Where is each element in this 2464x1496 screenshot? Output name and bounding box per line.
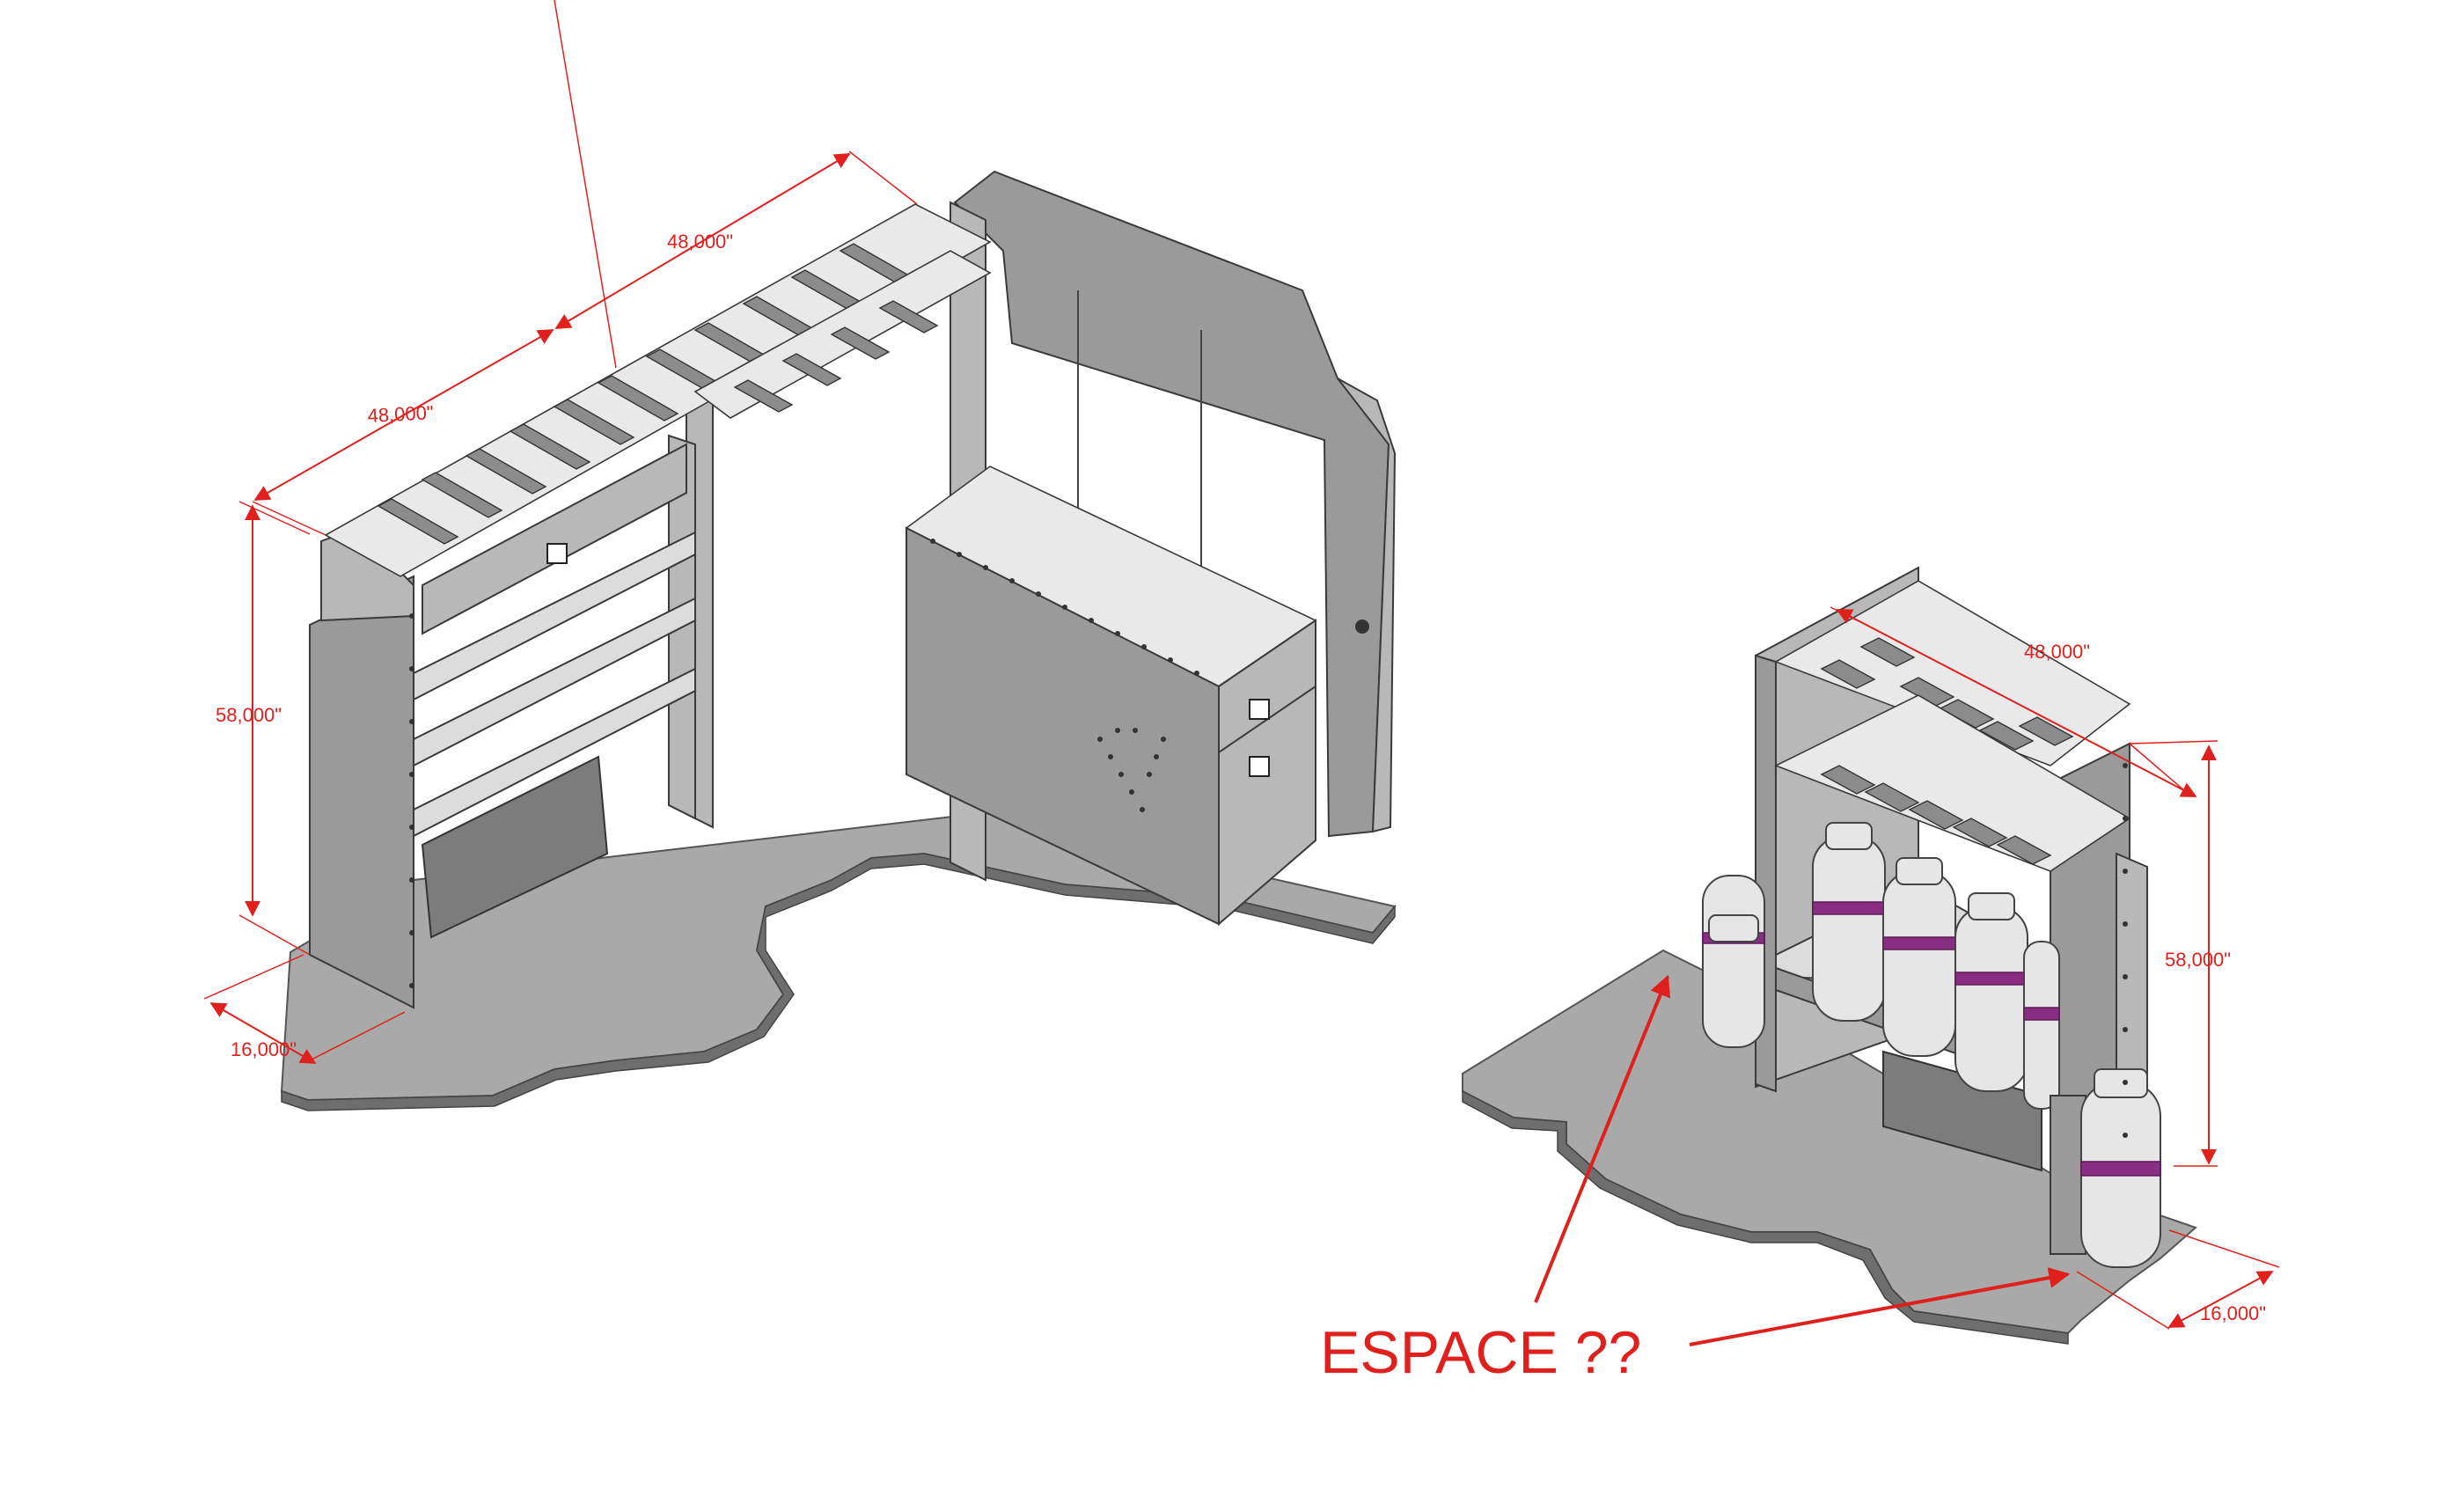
dim-label-right-height: 58,000": [2165, 949, 2231, 971]
espace-callout: ESPACE ??: [1320, 974, 2071, 1386]
left-dim-height: 58,000": [216, 501, 311, 956]
dim-label-depth: 16,000": [231, 1038, 297, 1060]
right-dim-depth: 16,000": [2076, 1229, 2280, 1330]
left-shelf-end-panel: [309, 575, 414, 1009]
left-partition-side: [1337, 378, 1397, 833]
right-end-rivets: [2123, 763, 2128, 1138]
cabinet-v-logo: [1097, 728, 1166, 812]
propane-tank-1: [1812, 822, 1886, 1022]
left-drawer: [422, 443, 687, 635]
partition-lock: [1355, 620, 1369, 634]
right-floor-edge: [1462, 1089, 2069, 1345]
left-mid-shelf-rungs: [733, 300, 939, 413]
left-dim-top-right: 48,000": [554, 150, 918, 329]
right-dim-width: 48,000": [1830, 606, 2197, 797]
dim-label-right-width: 48,000": [2024, 641, 2090, 663]
cabinet-latch-2: [1249, 756, 1270, 777]
right-van-assembly: 48,000" 58,000" 16,000": [1462, 566, 2280, 1345]
left-shelf-lower-1: [413, 531, 696, 701]
dim-label-right-depth: 16,000": [2200, 1302, 2266, 1324]
left-floor-edge: [281, 853, 1396, 1111]
cabinet-latch-1: [1249, 699, 1270, 720]
propane-tank-2: [1882, 857, 1956, 1057]
left-van-assembly: 48,000" 48,000" 58,000" 16,000": [203, 0, 1397, 1111]
dim-label-height: 58,000": [216, 704, 282, 726]
left-drawer-latch: [546, 543, 568, 564]
dim-label-top-right: 48,000": [667, 231, 733, 253]
callout-arrow-up: [1534, 974, 1671, 1303]
callout-arrow-right: [1689, 1267, 2071, 1346]
end-panel-rivets: [409, 613, 414, 988]
propane-tank-3: [1954, 892, 2028, 1092]
propane-tank-outside: [2050, 1068, 2161, 1268]
left-shelf-lower-2: [413, 597, 696, 767]
propane-tank-4: [2023, 941, 2060, 1110]
cabinet-drawer-top: [1218, 619, 1316, 754]
callout-label: ESPACE ??: [1320, 1319, 1641, 1386]
left-dim-depth: 16,000": [203, 954, 406, 1064]
propane-tank-left: [1702, 875, 1765, 1048]
right-dim-height: 58,000": [2129, 740, 2231, 1167]
cabinet-perforations: [930, 539, 1199, 676]
left-bin: [421, 755, 609, 939]
dim-label-top-left: 48,000": [367, 401, 434, 427]
